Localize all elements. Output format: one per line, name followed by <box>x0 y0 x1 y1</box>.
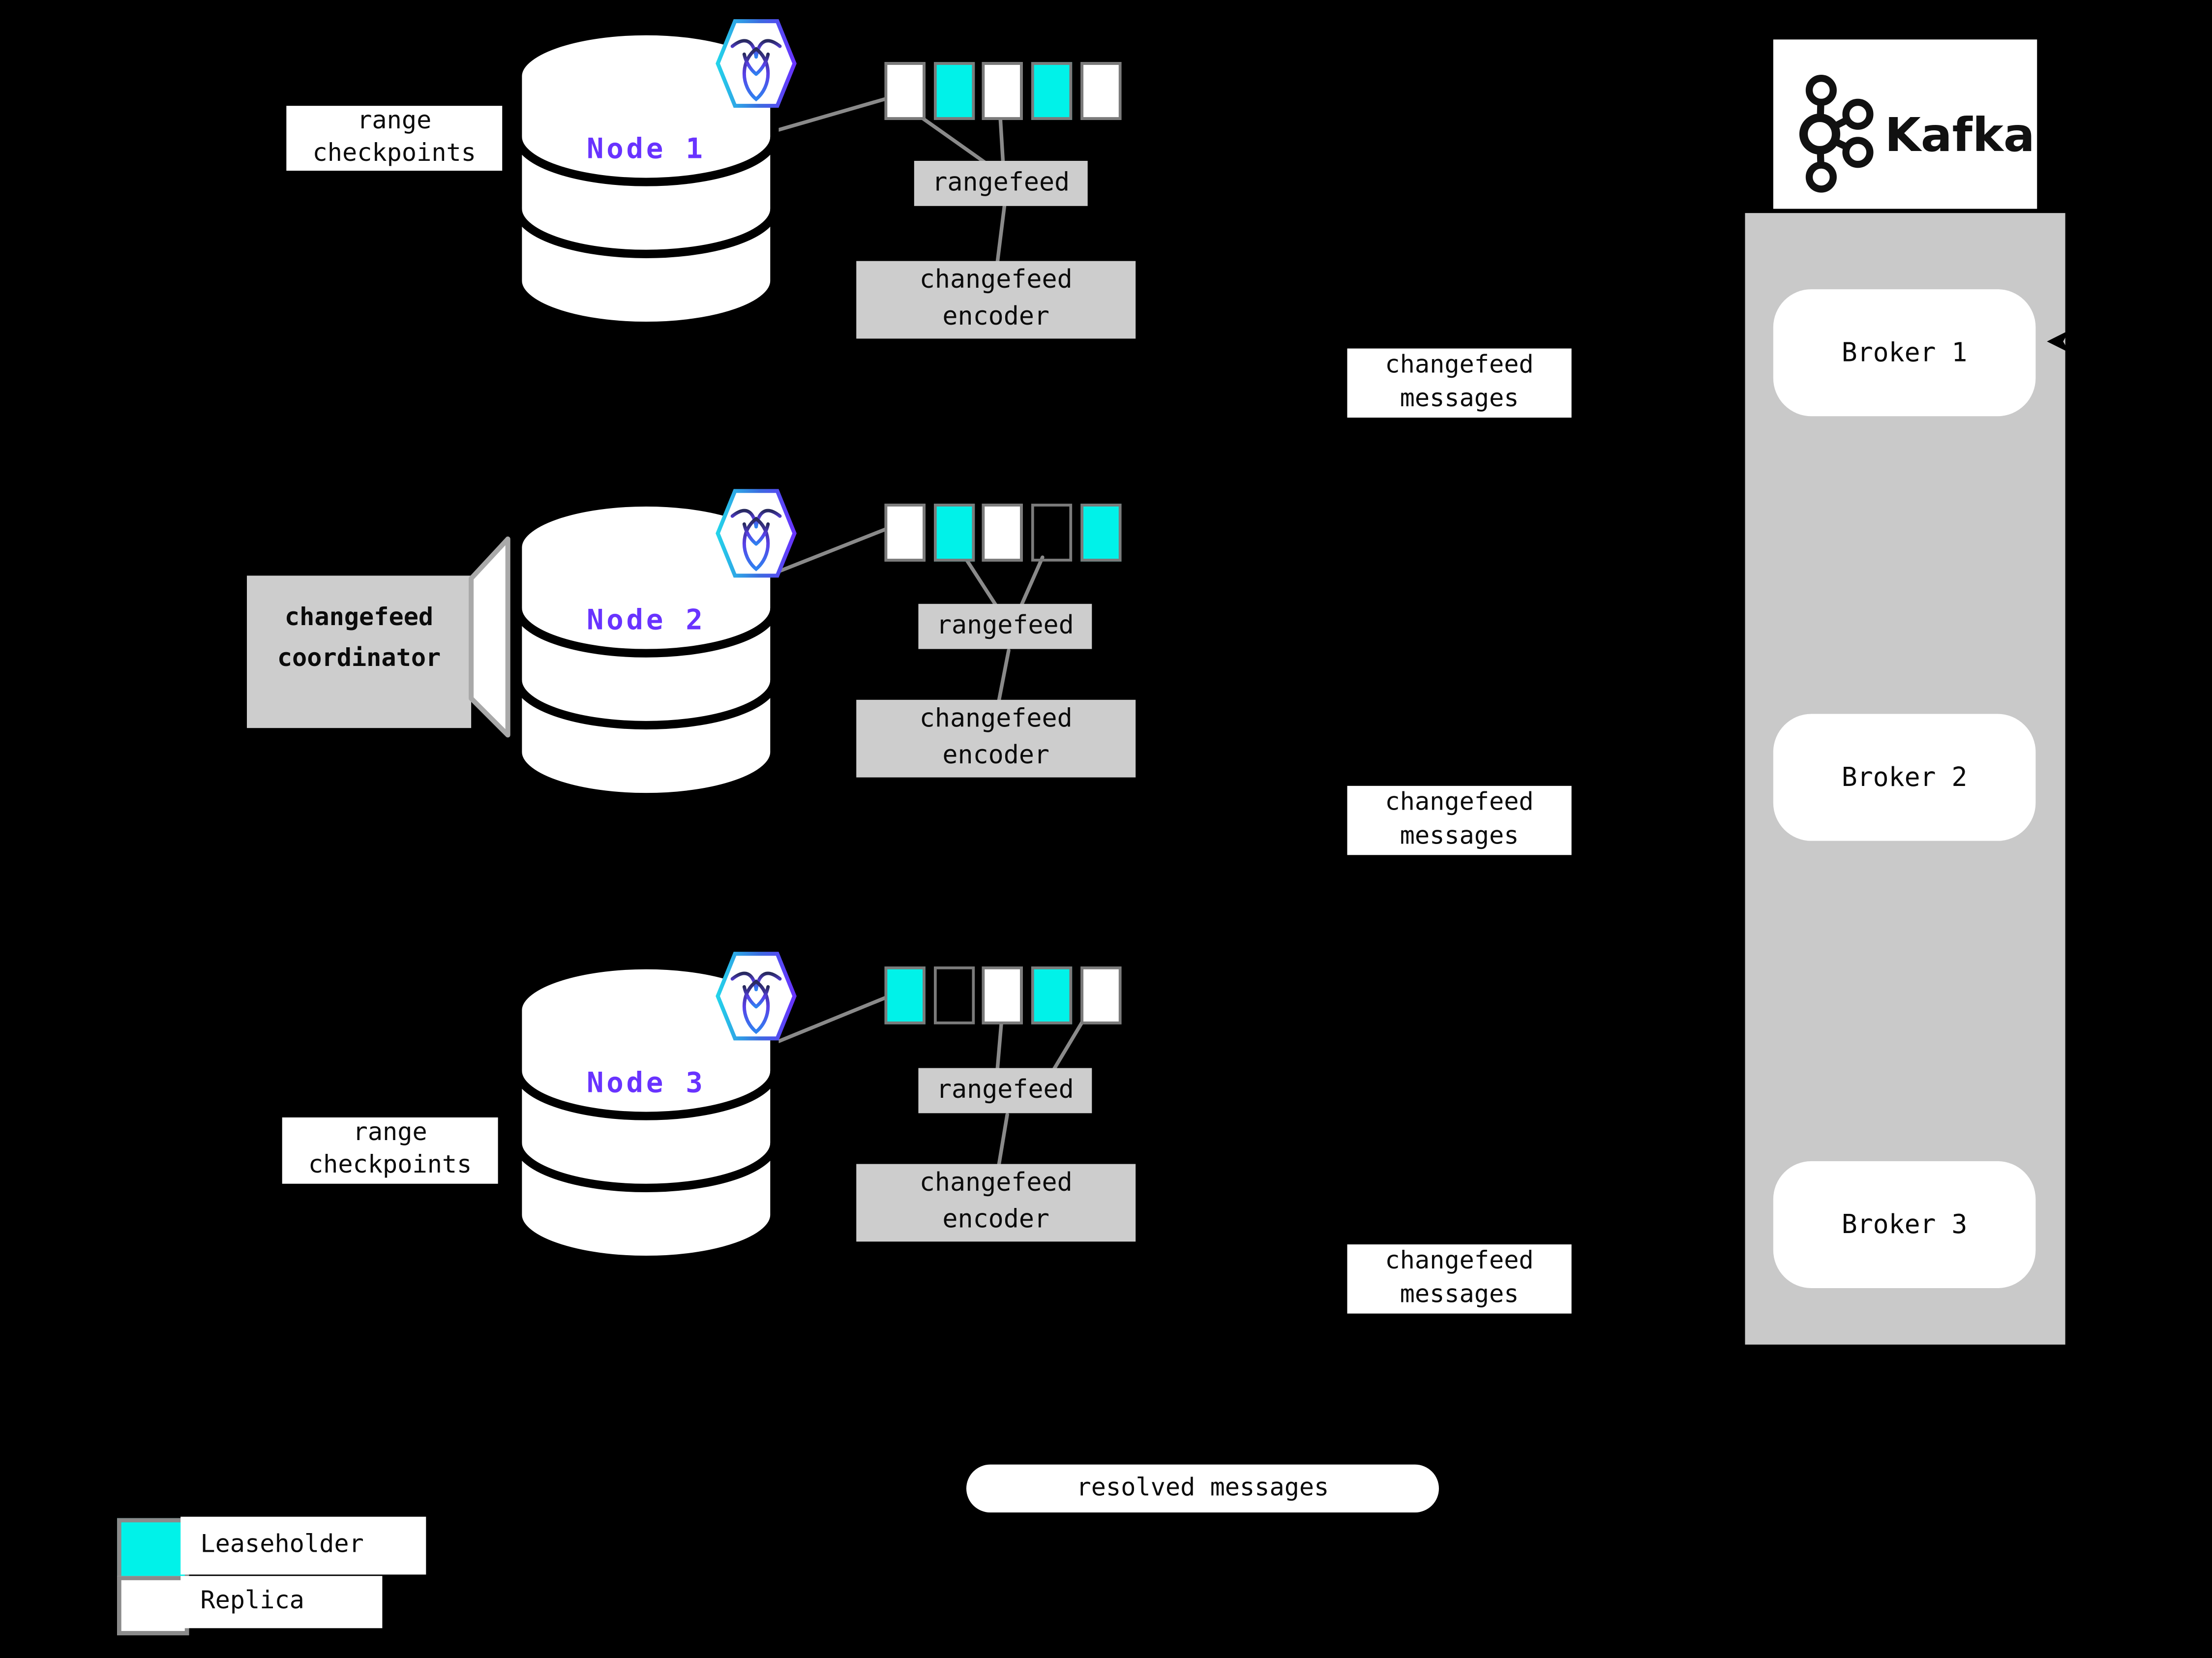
kafka-wordmark: Kafka <box>1884 107 2035 162</box>
label-line: changefeed <box>919 704 1073 734</box>
broker-1-box: Broker 1 <box>1773 289 2036 417</box>
replica-rect <box>884 966 926 1025</box>
rangefeed-box-3: rangefeed <box>918 1068 1092 1114</box>
replica-rect <box>934 966 975 1025</box>
database-cylinder-icon <box>513 27 779 331</box>
label-line: changefeed <box>1385 1247 1534 1276</box>
label-line: messages <box>1400 822 1519 851</box>
changefeed-messages-label-3: changefeed messages <box>1347 1244 1572 1314</box>
range-checkpoints-label-1: range checkpoints <box>286 106 503 171</box>
replica-rect <box>982 966 1023 1025</box>
changefeed-coordinator-box: changefeed coordinator <box>247 575 472 728</box>
label-line: encoder <box>942 301 1050 332</box>
label-line: coordinator <box>277 644 441 673</box>
label-line: encoder <box>942 1205 1050 1235</box>
replica-rect <box>934 504 975 562</box>
replica-rect <box>1080 966 1122 1025</box>
label-line: encoder <box>942 741 1050 771</box>
broker-3-box: Broker 3 <box>1773 1161 2036 1289</box>
cockroachdb-logo-icon <box>716 952 797 1041</box>
cockroachdb-logo-icon <box>716 489 797 578</box>
cockroachdb-logo-icon <box>716 19 797 108</box>
label-line: changefeed <box>1385 788 1534 817</box>
replica-rect <box>982 62 1023 120</box>
rangefeed-box-1: rangefeed <box>914 161 1088 206</box>
label-line: range <box>357 107 432 136</box>
replica-rect <box>934 62 975 120</box>
database-cylinder-icon <box>513 498 779 802</box>
resolved-messages-pill: resolved messages <box>966 1464 1439 1513</box>
rangefeed-box-2: rangefeed <box>918 603 1092 649</box>
label-line: changefeed <box>919 1168 1073 1198</box>
label-line: changefeed <box>919 265 1073 295</box>
label-line: messages <box>1400 385 1519 414</box>
label-line: messages <box>1400 1281 1519 1310</box>
label-line: changefeed <box>284 603 434 633</box>
changefeed-encoder-box-3: changefeed encoder <box>856 1164 1136 1242</box>
changefeed-messages-label-2: changefeed messages <box>1347 785 1572 855</box>
replica-rect <box>982 504 1023 562</box>
broker-2-box: Broker 2 <box>1773 714 2036 841</box>
node-2-label: Node 2 <box>586 602 706 636</box>
replica-rect <box>884 504 926 562</box>
label-line: changefeed <box>1385 351 1534 380</box>
node-3-label: Node 3 <box>586 1065 706 1099</box>
replica-rect <box>1031 504 1073 562</box>
kafka-icon <box>1799 75 1874 193</box>
replica-rect <box>884 62 926 120</box>
left-arrowhead-icon <box>2047 330 2070 353</box>
node-1-label: Node 1 <box>586 131 706 165</box>
coordinator-flap-shape <box>469 536 510 738</box>
legend-leaseholder-label: Leaseholder <box>180 1516 426 1575</box>
label-line: checkpoints <box>308 1151 472 1180</box>
range-checkpoints-label-3: range checkpoints <box>282 1117 498 1184</box>
replica-rect <box>1080 504 1122 562</box>
database-cylinder-icon <box>513 961 779 1265</box>
changefeed-encoder-box-2: changefeed encoder <box>856 699 1136 778</box>
label-line: range <box>353 1118 427 1147</box>
label-line: checkpoints <box>312 139 477 168</box>
replica-rect <box>1031 966 1073 1025</box>
kafka-logo-box <box>1773 39 2037 209</box>
changefeed-encoder-box-1: changefeed encoder <box>856 261 1136 339</box>
kafka-broker-panel: Broker 1 Broker 2 Broker 3 <box>1745 213 2065 1345</box>
changefeed-messages-label-1: changefeed messages <box>1347 348 1572 418</box>
legend-replica-swatch <box>117 1576 189 1635</box>
legend-leaseholder-swatch <box>117 1518 189 1585</box>
replica-rect <box>1031 62 1073 120</box>
replica-rect <box>1080 62 1122 120</box>
legend-replica-label: Replica <box>180 1576 383 1628</box>
